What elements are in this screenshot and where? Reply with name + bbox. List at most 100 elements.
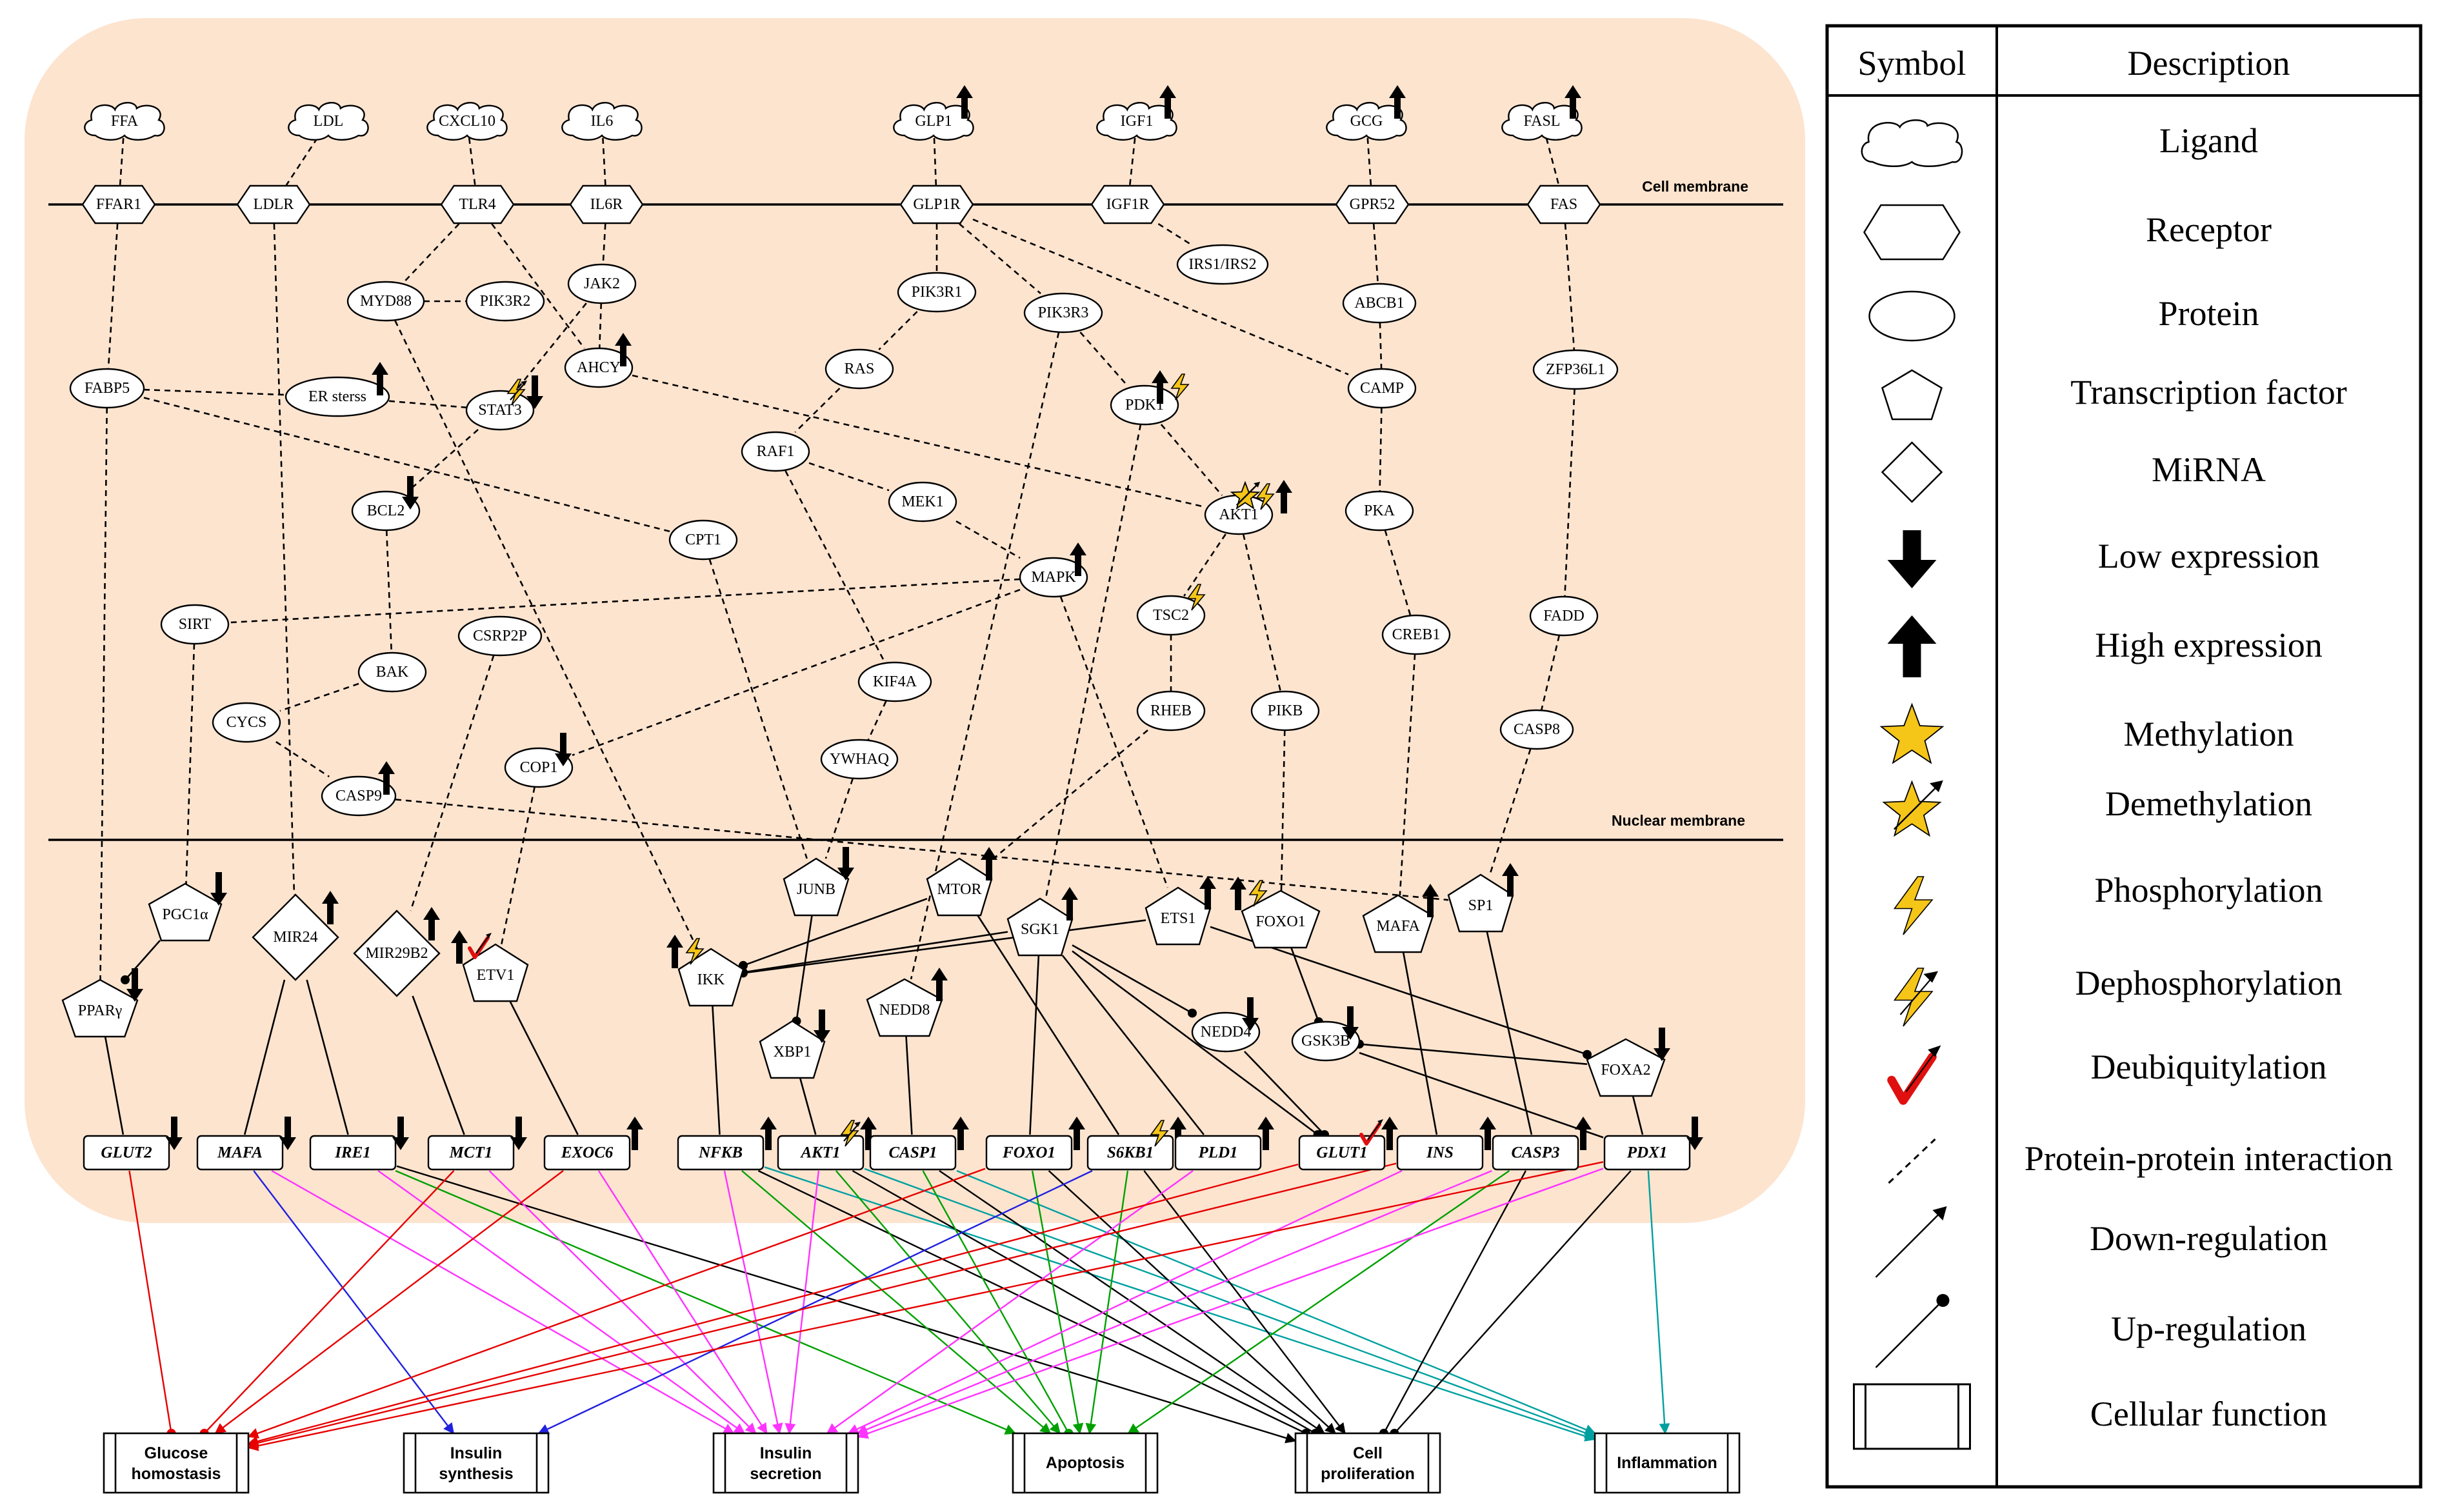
ppi-edge-abcb1-camp — [1379, 322, 1383, 370]
tf-junb: JUNB — [783, 847, 854, 917]
down-regulation-edge-xbp1-g-akt1 — [799, 1077, 817, 1135]
pparg-down-mark — [126, 968, 143, 1002]
gene-label: PDX1 — [1626, 1144, 1668, 1162]
down-arrow-icon — [1887, 530, 1937, 588]
down-regulation-edge-mafatf-g-ins — [1402, 951, 1438, 1135]
akt1-phos-mark — [1255, 483, 1275, 510]
protein-label: FADD — [1543, 608, 1585, 624]
ligand-label: GLP1 — [915, 113, 952, 130]
ligand-glp1: GLP1 — [893, 85, 974, 141]
receptor-tlr4: TLR4 — [440, 184, 515, 224]
gene-g-mafa: MAFA — [196, 1117, 296, 1171]
legend-header-description: Description — [2128, 44, 2290, 83]
legend-row-cellular-function: Cellular function — [1853, 1383, 2327, 1450]
protein-oval-icon — [346, 281, 425, 322]
g-s6kb1-phos-mark — [1150, 1120, 1169, 1147]
g-casp3-up-mark — [1575, 1117, 1592, 1150]
function-link-g-mafa-f-inssec — [271, 1169, 735, 1435]
protein-oval-icon — [1347, 368, 1417, 409]
function-link-g-akt1-f-apop — [835, 1170, 1061, 1435]
tf-ets1: ETS1 — [1145, 876, 1216, 946]
legend-text: Demethylation — [2105, 784, 2312, 823]
protein-oval-icon — [160, 604, 230, 645]
protein-rheb: RHEB — [1136, 690, 1206, 731]
lightning-icon — [1893, 876, 1934, 935]
function-link-g-glut1-f-glucose — [247, 1163, 1299, 1447]
protein-oval-icon — [1381, 614, 1451, 655]
down-regulation-edge-mir29b2-g-mct1 — [412, 995, 465, 1135]
protein-label: NEDD4 — [1201, 1024, 1252, 1040]
ppi-edge-glp1r-camp — [972, 218, 1349, 375]
legend-row-receptor: Receptor — [1863, 204, 2272, 261]
receptor-label: FFAR1 — [96, 196, 141, 213]
ppi-edge-tlr4-myd88 — [403, 223, 460, 283]
ppi-edge-ffar1-fabp5 — [107, 223, 119, 370]
function-link-g-s6kb1-f-inssyn — [537, 1169, 1093, 1435]
ppi-edge-fasl-fas — [1545, 137, 1560, 186]
protein-label: AKT1 — [1219, 506, 1258, 523]
ligand-gcg: GCG — [1326, 85, 1407, 141]
gene-g-pdx1: PDX1 — [1603, 1117, 1703, 1171]
protein-oval-icon — [1499, 709, 1574, 750]
protein-ywhaq: YWHAQ — [820, 739, 899, 780]
function-box — [712, 1432, 859, 1494]
function-link-g-casp3-f-apop — [1127, 1170, 1510, 1434]
protein-oval-icon — [1250, 690, 1320, 731]
down-regulation-edge-mir24-g-ire1 — [306, 979, 349, 1135]
ligand-il6: IL6 — [561, 102, 643, 141]
ppi-edge-gcg-gpr52 — [1366, 137, 1372, 186]
protein-oval-icon — [1176, 244, 1269, 285]
ligand-label: FFA — [111, 113, 139, 130]
gene-label: GLUT2 — [101, 1144, 152, 1162]
mtor-up-mark — [981, 847, 997, 880]
legend-header-symbol: Symbol — [1857, 44, 1966, 83]
tf-label: MAFA — [1376, 918, 1420, 935]
ppi-edge-bak-cycs — [279, 682, 359, 712]
tf-label: SGK1 — [1021, 921, 1059, 938]
ligand-label: LDL — [314, 113, 344, 130]
function-link-g-casp1-f-apop — [922, 1170, 1070, 1434]
protein-pik3r1: PIK3R1 — [897, 272, 977, 313]
function-link-g-exoc6-f-inssec — [597, 1170, 768, 1435]
tf-etv1: ETV1 — [451, 930, 529, 1002]
ppi-edge-pik3r1-ras — [878, 311, 918, 350]
protein-camp: CAMP — [1347, 368, 1417, 409]
function-link-g-nfkb-f-apop — [741, 1170, 1052, 1435]
sgk1-up-mark — [1061, 887, 1078, 920]
function-label: Inflammation — [1617, 1454, 1717, 1472]
protein-oval-icon — [741, 431, 810, 472]
protein-kif4a: KIF4A — [857, 661, 932, 702]
protein-label: CYCS — [226, 714, 267, 731]
gene-label: PLD1 — [1197, 1144, 1237, 1162]
function-label-line-1: Glucose — [145, 1444, 208, 1462]
ppi-edge-igf1-igf1r — [1129, 137, 1136, 186]
stat3-dephos-mark — [506, 379, 527, 406]
ppi-edge-fabp5-pparg — [99, 407, 108, 980]
ikk-phos-mark — [685, 938, 705, 965]
ppi-edge-ahcy-akt1 — [632, 374, 1206, 508]
ppi-edge-cpt1-junb — [708, 559, 808, 859]
function-link-g-ire1-f-apop — [395, 1169, 1017, 1435]
function-link-g-foxo1-f-prolif — [1048, 1170, 1337, 1435]
g-exoc6-up-mark — [626, 1117, 643, 1150]
up-regulation-edge-sgk1-nedd4 — [1072, 944, 1193, 1014]
gene-box — [677, 1135, 765, 1171]
star-icon — [1879, 702, 1945, 764]
function-link-g-ire1-f-prolif — [396, 1165, 1297, 1444]
ppi-edge-mapk-ets1 — [1059, 596, 1169, 888]
gene-g-glut2: GLUT2 — [83, 1117, 183, 1171]
protein-label: JAK2 — [584, 275, 620, 292]
protein-oval-icon — [457, 615, 543, 657]
ppi-edge-jak2-ahcy — [598, 303, 603, 349]
ppi-edge-casp9-sp1 — [395, 799, 1449, 901]
check-arrow-icon — [1887, 1045, 1941, 1105]
receptor-ldlr: LDLR — [236, 184, 311, 224]
legend-row-high-expression: High expression — [1887, 615, 2323, 677]
receptor-label: GLP1R — [913, 196, 960, 213]
ppi-edge-ers-stat3 — [388, 400, 467, 408]
receptor-label: GPR52 — [1350, 196, 1395, 213]
